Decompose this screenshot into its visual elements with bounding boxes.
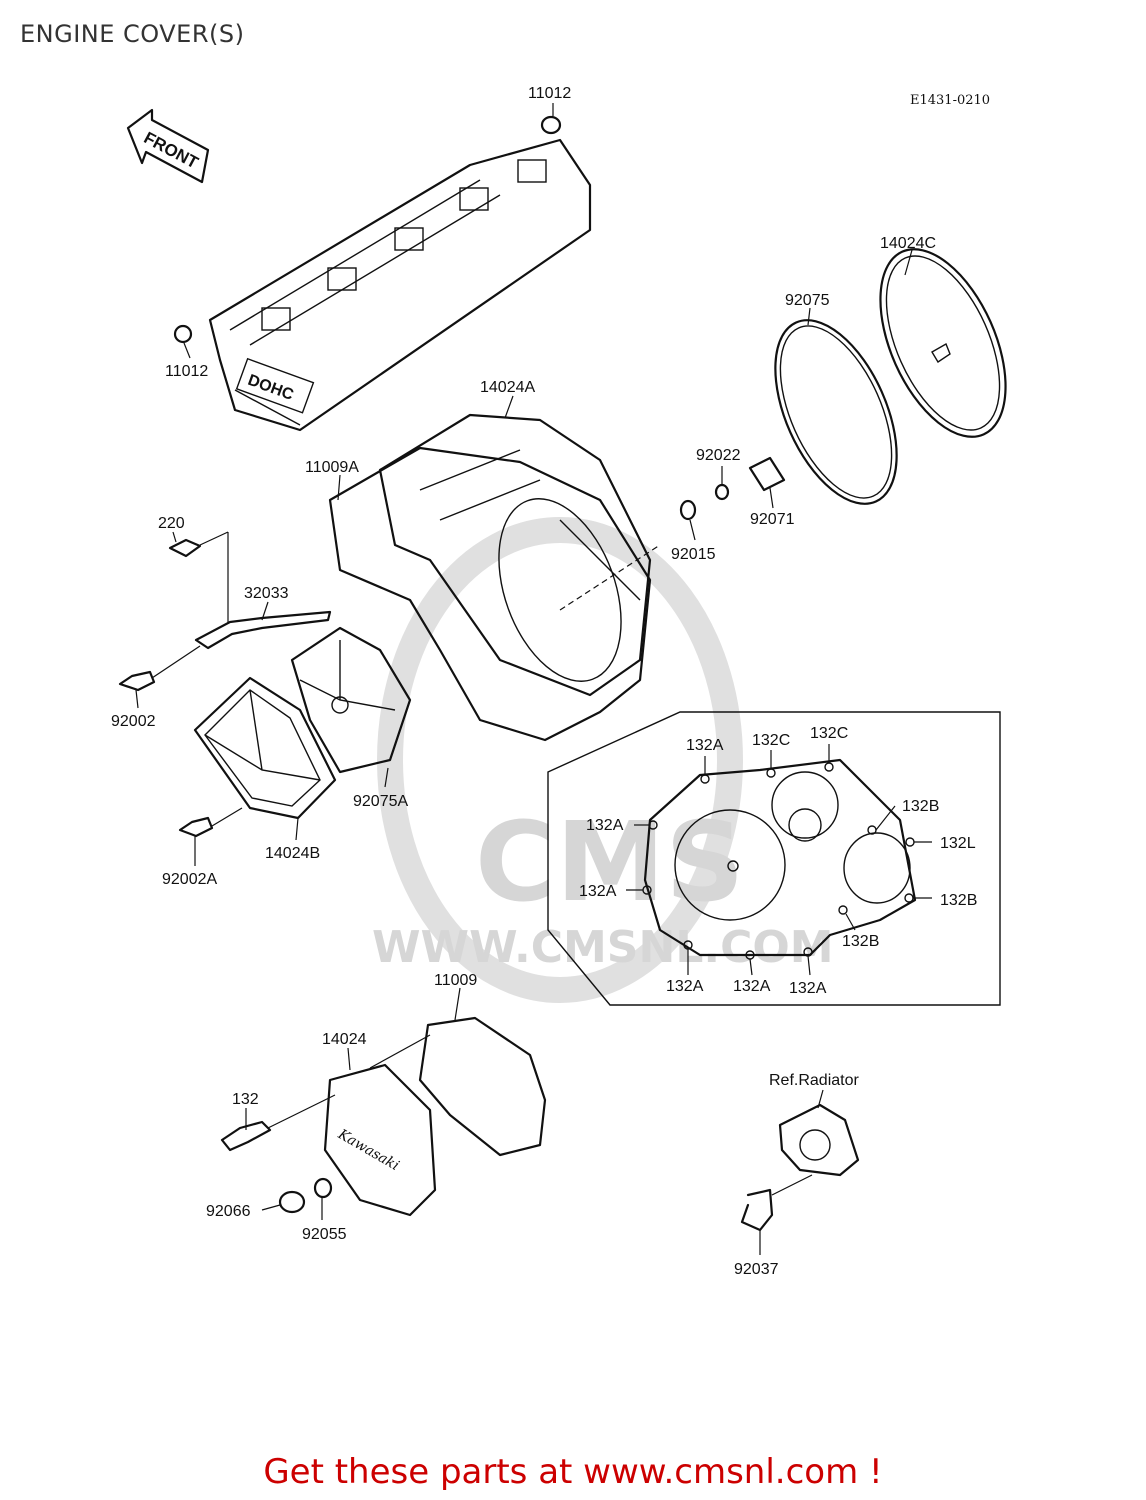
main-cover-14024A xyxy=(378,413,652,697)
bolt-132 xyxy=(220,1120,272,1152)
label-132B-1: 132B xyxy=(902,798,939,815)
footer-link-text[interactable]: Get these parts at www.cmsnl.com ! xyxy=(263,1452,883,1492)
label-92075A: 92075A xyxy=(353,793,408,810)
gasket-11009A xyxy=(328,446,652,742)
page-title: ENGINE COVER(S) xyxy=(20,20,245,48)
leader-lines xyxy=(135,103,932,1255)
label-92075: 92075 xyxy=(785,292,830,309)
label-132L: 132L xyxy=(940,835,976,852)
cap-11012-left xyxy=(173,324,193,344)
label-11012-top: 11012 xyxy=(528,85,571,102)
cover-14024B xyxy=(193,676,337,820)
label-132C-1: 132C xyxy=(752,732,790,749)
label-ref-radiator: Ref.Radiator xyxy=(769,1072,859,1089)
cms-watermark: CMS WWW.CMSNL.COM xyxy=(372,517,834,1003)
round-cover-14024C xyxy=(879,248,1007,438)
label-92002A: 92002A xyxy=(162,871,217,888)
label-220: 220 xyxy=(158,515,185,532)
label-11009: 11009 xyxy=(434,972,477,989)
plug-92071 xyxy=(748,456,786,492)
guide-32033 xyxy=(194,610,332,650)
bolt-92002A xyxy=(178,816,214,838)
part-labels: 11012 11012 14024C 92075 14024A 11009A 9… xyxy=(111,85,977,1278)
clamp-92037 xyxy=(740,1188,774,1232)
label-132: 132 xyxy=(232,1091,259,1108)
label-132A-6: 132A xyxy=(789,980,827,997)
label-14024A: 14024A xyxy=(480,379,535,396)
radiator-fitting xyxy=(778,1103,860,1177)
o-ring-92055 xyxy=(313,1177,333,1199)
label-132B-2: 132B xyxy=(940,892,977,909)
label-92037: 92037 xyxy=(734,1261,779,1278)
label-132A-5: 132A xyxy=(733,978,771,995)
label-92002: 92002 xyxy=(111,713,156,730)
cover-92075A xyxy=(290,626,412,774)
label-14024B: 14024B xyxy=(265,845,320,862)
label-132A-2: 132A xyxy=(586,817,624,834)
washer-92015 xyxy=(679,499,697,521)
diagram-code: E1431-0210 xyxy=(910,93,991,108)
label-132A-3: 132A xyxy=(579,883,617,900)
washer-92022 xyxy=(714,483,730,501)
watermark-url: WWW.CMSNL.COM xyxy=(372,922,834,973)
bolt-220 xyxy=(168,538,202,558)
label-92022: 92022 xyxy=(696,447,741,464)
label-132C-2: 132C xyxy=(810,725,848,742)
bolt-92002 xyxy=(118,670,156,692)
label-14024: 14024 xyxy=(322,1031,367,1048)
label-11009A: 11009A xyxy=(305,459,359,476)
label-132A-1: 132A xyxy=(686,737,724,754)
cover-brand: Kawasaki xyxy=(334,1126,401,1174)
label-11012-left: 11012 xyxy=(165,363,208,380)
o-ring-92075 xyxy=(774,319,898,505)
label-132B-3: 132B xyxy=(842,933,879,950)
label-92055: 92055 xyxy=(302,1226,347,1243)
label-92071: 92071 xyxy=(750,511,795,528)
label-14024C: 14024C xyxy=(880,235,936,252)
label-132A-4: 132A xyxy=(666,978,704,995)
label-92066: 92066 xyxy=(206,1203,251,1220)
label-92015: 92015 xyxy=(671,546,716,563)
cover-14024: Kawasaki xyxy=(323,1063,437,1217)
plug-92066 xyxy=(278,1190,306,1214)
cap-11012-top xyxy=(540,115,562,135)
gasket-11009 xyxy=(418,1016,547,1157)
bolt-location-inset xyxy=(547,711,1001,1006)
front-arrow: FRONT xyxy=(126,108,210,184)
label-32033: 32033 xyxy=(244,585,289,602)
